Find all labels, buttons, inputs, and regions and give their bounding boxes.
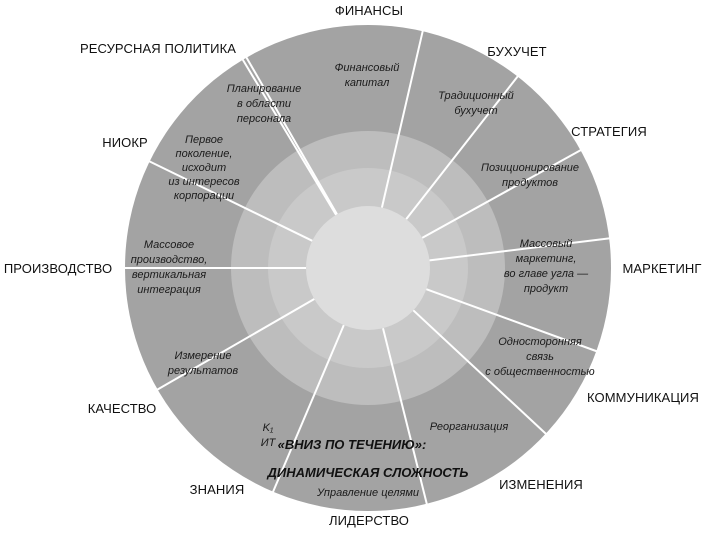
sector-divider [271, 324, 345, 493]
sector-divider [241, 58, 337, 216]
sector-divider [429, 237, 611, 262]
sector-label: РЕСУРСНАЯ ПОЛИТИКА [80, 41, 236, 56]
sector-label: НИОКР [102, 135, 148, 150]
sector-label: ЛИДЕРСТВО [329, 513, 409, 528]
center-title-line1: «ВНИЗ ПО ТЕЧЕНИЮ»: [278, 437, 427, 452]
sector-divider [380, 30, 424, 208]
sector-divider [425, 288, 598, 353]
sector-label: МАРКЕТИНГ [622, 261, 701, 276]
sector-description: Реорганизация [430, 421, 509, 433]
sector-divider [421, 148, 582, 239]
sector-label: СТРАТЕГИЯ [571, 124, 647, 139]
sector-label: КОММУНИКАЦИЯ [587, 390, 699, 405]
sector-divider [245, 56, 338, 215]
sector-label: ИЗМЕНЕНИЯ [499, 477, 583, 492]
sector-dividers [124, 30, 611, 506]
sector-divider [405, 75, 519, 220]
sector-label: ЗНАНИЯ [190, 482, 245, 497]
center-circle [306, 206, 430, 330]
sector-divider [412, 309, 548, 436]
sector-label: ФИНАНСЫ [335, 3, 403, 18]
sector-divider [156, 298, 315, 391]
sector-divider [382, 327, 428, 506]
sector-label: ПРОИЗВОДСТВО [4, 261, 112, 276]
sector-description: Управление целями [316, 487, 419, 499]
sector-label: КАЧЕСТВО [88, 401, 157, 416]
sector-label: БУХУЧЕТ [487, 44, 546, 59]
center-title-line2: ДИНАМИЧЕСКАЯ СЛОЖНОСТЬ [267, 465, 469, 480]
sector-divider [148, 160, 313, 242]
sector-labels: ФИНАНСЫ БУХУЧЕТ СТРАТЕГИЯ МАРКЕТИНГ КОММУНИК… [4, 3, 702, 528]
